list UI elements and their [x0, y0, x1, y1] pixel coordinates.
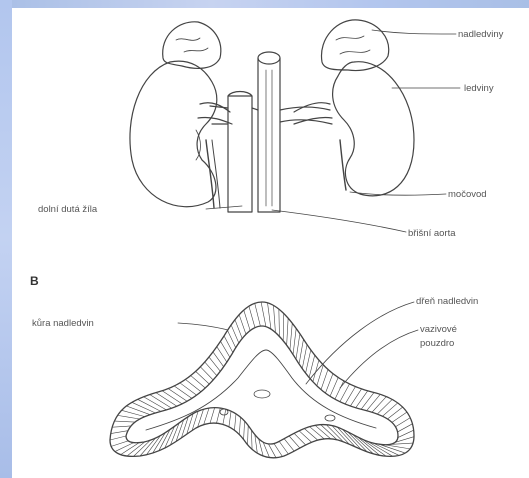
cortex-striation — [150, 395, 172, 409]
cortex-striation — [138, 399, 161, 411]
cortex-striation — [372, 397, 386, 413]
cortex-striation — [191, 376, 206, 388]
cortex-striation — [377, 399, 392, 414]
cortex-striation — [261, 302, 266, 327]
cortex-striation — [296, 334, 300, 360]
cortex-striation — [244, 421, 245, 439]
cortex-striation — [111, 441, 128, 446]
cortex-striation — [310, 427, 325, 439]
cortex-striation — [132, 402, 156, 413]
cortex-striation — [325, 374, 333, 393]
cortex-striation — [398, 424, 413, 432]
cortex-striation — [279, 309, 280, 336]
cortex-striation — [205, 362, 217, 376]
vena-cava — [228, 96, 252, 212]
cortex-striation — [356, 391, 368, 408]
cortex-striation — [210, 408, 215, 424]
cortex-striation — [342, 429, 361, 449]
right-kidney — [333, 62, 414, 196]
cortex-striation — [111, 431, 128, 434]
cortex-striation — [216, 408, 220, 423]
cortex-striation — [313, 360, 319, 382]
cortex-striation — [293, 328, 296, 354]
cortex-striation — [174, 386, 192, 398]
panel-b-label: B — [30, 274, 39, 288]
cortex-striation — [185, 379, 201, 391]
cortex-striation — [273, 305, 275, 332]
cortex-striation — [361, 392, 374, 409]
cortex-striation — [279, 441, 288, 454]
cortex-striation — [330, 377, 338, 396]
cortex-striation — [268, 444, 276, 458]
cortex-striation — [306, 350, 311, 373]
cortex-striation — [283, 313, 284, 340]
cortex-striation — [299, 339, 303, 364]
cortex-striation — [353, 434, 374, 454]
adrenal-inner-outline — [126, 326, 398, 445]
label-capsule-line1: vazivové — [420, 324, 457, 335]
cortex-striation — [204, 408, 209, 425]
cortex-striation — [234, 414, 236, 430]
cortex-striation — [396, 418, 411, 427]
cortex-striation — [239, 315, 246, 335]
right-adrenal-gland — [321, 20, 388, 71]
cortex-striation — [251, 430, 252, 449]
cortex-striation — [268, 303, 271, 329]
label-adrenal-cortex: kůra nadledvin — [32, 318, 94, 329]
label-inferior-vena-cava: dolní dutá žíla — [38, 204, 98, 215]
cortex-striation — [274, 444, 282, 457]
cortex-striation — [383, 403, 398, 416]
cortex-striation — [384, 445, 410, 449]
label-ureter: močovod — [448, 189, 487, 200]
cortex-striation — [180, 383, 197, 395]
cortex-striation — [290, 323, 292, 350]
label-adrenal-medulla: dřeň nadledvin — [416, 296, 478, 307]
label-adrenal-glands: nadledviny — [458, 29, 504, 40]
label-kidneys: ledviny — [464, 83, 494, 94]
cortex-striation — [248, 425, 249, 444]
label-abdominal-aorta: břišní aorta — [408, 228, 456, 239]
cortex-striation — [162, 391, 182, 404]
cortex-striation — [244, 310, 250, 330]
cortex-striation — [156, 393, 177, 407]
cortex-striation — [144, 397, 167, 410]
cortex-striation — [249, 306, 255, 327]
cortex-striation — [239, 417, 240, 434]
cortex-striation — [126, 406, 150, 415]
cortex-striation — [196, 371, 210, 384]
cortex-striation — [118, 415, 140, 419]
cortex-striation — [110, 436, 126, 440]
cortex-striation — [304, 429, 317, 441]
cortex-striation — [255, 303, 261, 326]
cortex-striation — [335, 381, 344, 399]
cortex-striation — [168, 389, 187, 402]
cortex-striation — [229, 411, 231, 427]
cortex-striation — [200, 367, 213, 380]
cortex-striation — [287, 318, 288, 345]
right-ureter — [340, 140, 346, 190]
cortex-striation — [302, 345, 307, 369]
label-capsule-line2: pouzdro — [420, 338, 454, 349]
cortex-striation — [235, 320, 242, 339]
adrenal-section — [110, 302, 414, 458]
cortex-striation — [387, 407, 402, 419]
cortex-striation — [114, 421, 135, 422]
cortex-striation — [223, 409, 226, 424]
cortex-striation — [350, 389, 361, 406]
left-kidney — [130, 61, 217, 207]
cortex-striation — [317, 365, 323, 386]
cortex-striation — [112, 426, 131, 427]
cortex-striation — [367, 394, 381, 410]
abdominal-aorta — [258, 58, 280, 212]
cortex-striation — [284, 439, 294, 451]
cortex-striation — [398, 430, 414, 437]
cortex-striation — [321, 369, 328, 389]
